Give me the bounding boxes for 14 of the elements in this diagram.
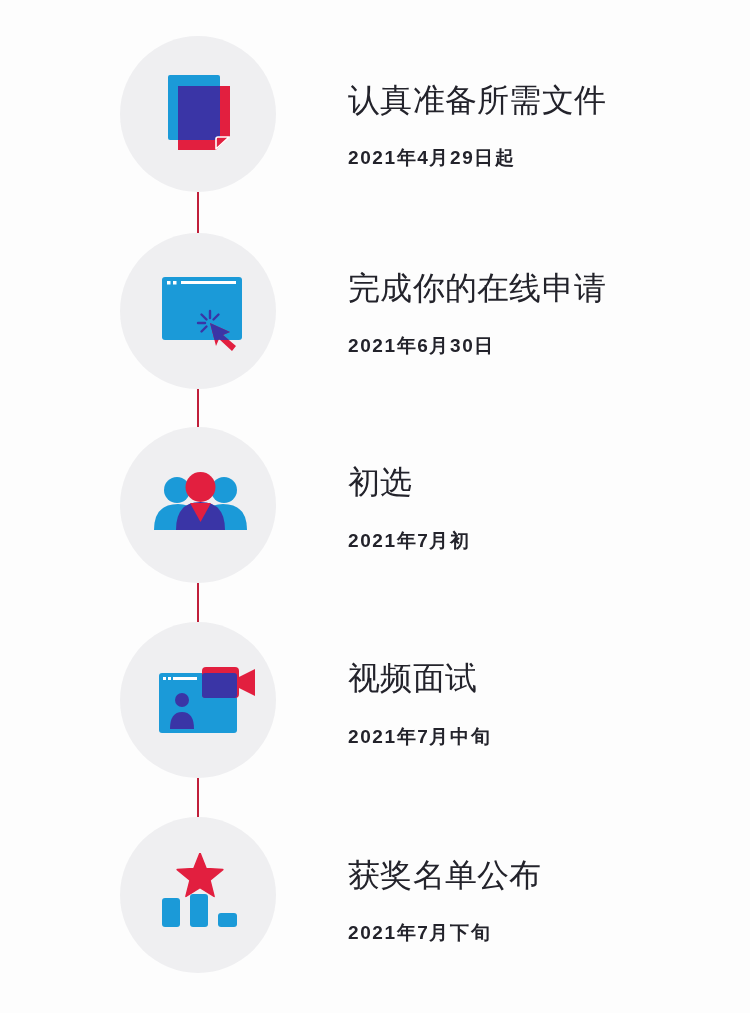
step-title: 初选 <box>348 466 413 498</box>
step-title: 完成你的在线申请 <box>348 272 607 304</box>
step-date: 2021年6月30日 <box>348 335 495 355</box>
connector-line <box>197 582 199 623</box>
connector-line <box>197 191 199 234</box>
step-date: 2021年7月初 <box>348 530 471 550</box>
connector-line <box>197 777 199 818</box>
step-title: 视频面试 <box>348 662 478 694</box>
step-date: 2021年7月下旬 <box>348 922 492 942</box>
step-date: 2021年4月29日起 <box>348 147 516 167</box>
step-date: 2021年7月中旬 <box>348 726 492 746</box>
step-title: 获奖名单公布 <box>348 859 542 891</box>
step-title: 认真准备所需文件 <box>348 84 607 116</box>
connector-line <box>197 388 199 428</box>
